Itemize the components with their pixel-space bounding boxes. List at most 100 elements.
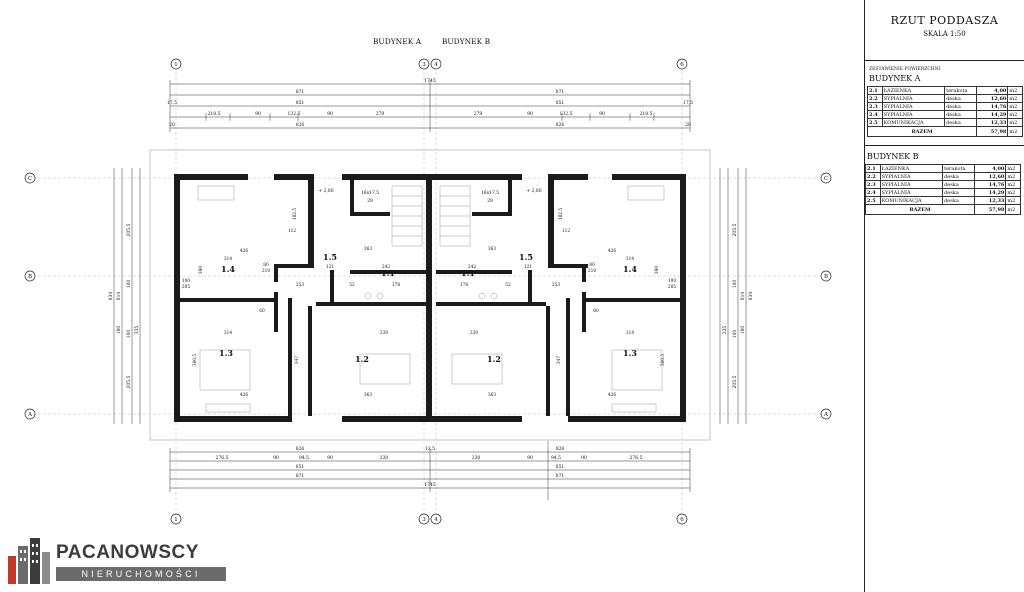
axis-a-left: A [27,412,33,418]
row-unit: m2 [1007,118,1023,127]
sum-label: RAZEM [864,204,976,215]
row-area: 12,33 [974,196,1007,205]
row-area: 14,29 [974,188,1007,197]
dim-v-left-4: 180 [116,326,122,335]
dimension-lines-left [113,168,747,424]
row-area: 4,00 [976,86,1009,95]
dim-seg-top-8: 132.5 [560,111,573,117]
row-name: ŁAZIENKA [881,86,946,95]
axis-3-top: 3 [422,62,426,68]
stairs-b: 16x17.5 [481,190,499,196]
rd-a-360-5: 360.5 [193,354,198,367]
dim-v-right-total: 834 [748,292,754,301]
rd-b-52: 52 [505,283,511,288]
dim-left-inner-bottom: 851 [296,464,305,470]
rd-a-52: 52 [349,283,355,288]
dimension-text-left: 834 814 205.5 100 180 100 205.5 335 834 … [108,223,754,388]
dim-right-inner-bottom: 851 [556,464,565,470]
rd-b-80: 80 [589,263,595,268]
dim-seg-top-6: 279 [474,111,483,117]
row-unit: m2 [1005,172,1021,181]
row-no: 2.2 [865,172,881,181]
dim-v-left-3: 100 [126,280,132,289]
rd-b-426-top: 426 [608,249,616,254]
floor-plan: BUDYNEK A BUDYNEK B 1 3 4 6 1 3 [24,37,832,525]
dim-v-left-1: 814 [116,292,122,301]
axis-6-bottom: 6 [680,517,684,523]
dim-right-outer-top: 871 [556,89,565,95]
row-unit: m2 [1007,110,1023,119]
dim-small-top-2: 20 [169,122,175,128]
dim-v-right-3: 100 [732,280,738,289]
rd-b-205: 205 [668,285,676,290]
dim-seg-bot-8: 94.5 [551,455,561,461]
rd-a-121: 121 [326,265,334,270]
axis-3-bottom: 3 [422,517,426,523]
dim-v-left-5: 100 [126,330,132,339]
row-no: 2.1 [867,86,883,95]
row-no: 2.4 [865,188,881,197]
level-mark-b: + 2,80 [526,188,541,194]
room-labels: 1.4 1.5 1.1 1.2 1.3 1.4 1.5 1.1 1.2 1.3 [219,252,637,364]
dim-seg-top-10: 218.5 [640,111,653,117]
room-dimensions: 426 314 112 363 242 121 178 230 314 426 … [182,208,676,398]
stairs-a: 16x17.5 [361,190,379,196]
row-unit: m2 [1005,180,1021,189]
rd-b-210: 210 [588,269,596,274]
rd-a-242: 242 [382,265,390,270]
dim-seg-bot-5: 230 [380,455,389,461]
dim-small-bottom: 12,5 [425,446,435,452]
rd-a-347: 347 [295,356,300,364]
room-1-2-b: 1.2 [487,354,501,364]
room-1-3-b: 1.3 [623,348,637,358]
rd-a-314-top: 314 [224,257,232,262]
dim-total-bottom: 1745 [424,482,436,488]
row-area: 4,00 [974,164,1007,173]
row-unit: m2 [1007,86,1023,95]
dim-seg-bot-6: 230 [472,455,481,461]
dimension-lines-top [169,80,691,132]
axis-a-right: A [823,412,829,418]
room-1-1-a: 1.1 [381,268,395,278]
dim-v-left-2: 205.5 [126,223,132,236]
building-logo-icon [8,538,50,584]
dim-seg-top-7: 90 [527,111,533,117]
rd-a-363-bot: 363 [364,393,372,398]
rd-b-242: 242 [468,265,476,270]
row-name: KOMUNIKACJA [881,118,946,127]
dim-v-right-6: 205.5 [732,375,738,388]
dim-right-axis-bottom: 826 [556,446,565,452]
rd-b-60: 60 [593,309,599,314]
row-unit: m2 [1005,196,1021,205]
rd-b-347: 347 [557,356,562,364]
rd-a-363-top: 363 [364,247,372,252]
row-material: terakota [942,164,976,173]
row-unit: m2 [1005,164,1021,173]
rd-a-80: 80 [263,263,269,268]
title-block: RZUT PODDASZA SKALA 1:50 ZESTAWIENIE POW… [864,0,1024,592]
row-unit: m2 [1005,188,1021,197]
room-1-3-a: 1.3 [219,348,233,358]
room-1-4-a: 1.4 [221,264,235,274]
label-budynek-b: BUDYNEK B [442,37,491,46]
rd-b-178: 178 [460,283,468,288]
drawing-title: RZUT PODDASZA [890,14,999,27]
rd-a-182-5: 182.5 [293,208,298,221]
dim-v-right-2: 205.5 [732,223,738,236]
row-material: deska [944,102,978,111]
dim-seg-bot-9: 90 [581,455,587,461]
dim-seg-bot-2: 90 [273,455,279,461]
dim-left-axis-bottom: 826 [296,446,305,452]
axis-b-left: B [28,274,32,280]
dim-v-right-1: 814 [740,292,746,301]
dim-seg-bot-7: 90 [527,455,533,461]
row-area: 14,76 [974,180,1007,189]
sum-value: 57,98 [976,126,1009,137]
